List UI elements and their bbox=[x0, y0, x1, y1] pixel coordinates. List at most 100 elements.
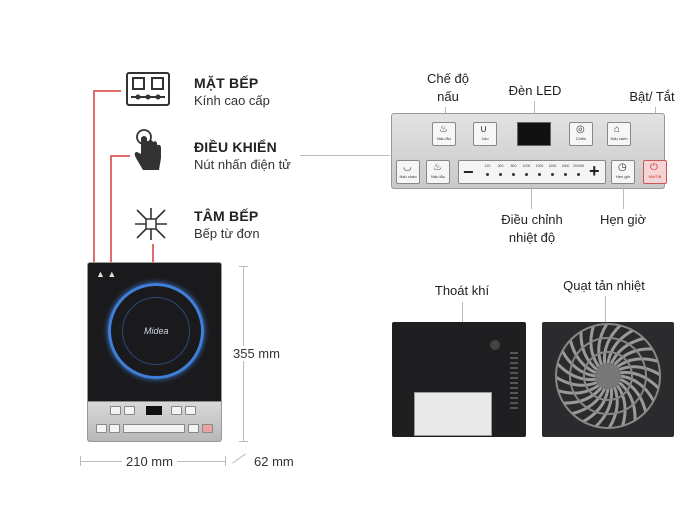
temperature-step: 120 bbox=[481, 164, 494, 176]
button-boil-label: Nấu canh bbox=[610, 136, 628, 141]
temperature-step-label: 2000W bbox=[572, 164, 585, 168]
button-fry: ∪Xào bbox=[473, 122, 497, 146]
mini-button-deep-fry bbox=[171, 406, 182, 415]
mini-led bbox=[146, 406, 162, 415]
feature-title-glass: MẶT BẾP bbox=[194, 75, 259, 91]
temperature-step-dot bbox=[499, 173, 502, 176]
fan-spoke bbox=[620, 370, 660, 390]
foot-dot bbox=[490, 340, 500, 350]
button-boil: ⌂Nấu canh bbox=[607, 122, 631, 146]
mini-button-hotpot bbox=[109, 424, 120, 433]
temperature-step-label: 300 bbox=[497, 164, 504, 168]
temperature-step-label: 1300 bbox=[535, 164, 544, 168]
fan-spoke bbox=[563, 386, 603, 405]
feature-subtitle-control: Nút nhấn điện tử bbox=[194, 157, 291, 172]
heat-star-icon bbox=[135, 208, 167, 240]
vent-slots bbox=[510, 352, 518, 412]
fan-spoke bbox=[582, 388, 610, 423]
fan-spoke bbox=[602, 324, 622, 364]
mini-button-power bbox=[202, 424, 213, 433]
fan-spoke bbox=[609, 336, 645, 365]
cooktop-brand: Midea bbox=[144, 326, 169, 336]
temperature-step-dot bbox=[564, 173, 567, 176]
button-timer: ◷Hẹn giờ bbox=[611, 160, 635, 184]
button-deep-fry: ◎Chiên bbox=[569, 122, 593, 146]
leader-line-panel bbox=[300, 155, 390, 156]
fan-spoke bbox=[589, 325, 601, 368]
fan-grill-icon bbox=[555, 323, 661, 429]
dimension-height: 355 mm bbox=[231, 346, 282, 361]
fan-spoke bbox=[568, 339, 597, 375]
button-deep-fry-label: Chiên bbox=[575, 136, 587, 141]
photo-vent bbox=[392, 322, 526, 437]
button-power: ⏻Mở/Tắt bbox=[643, 160, 667, 184]
hotpot-icon: ♨ bbox=[433, 162, 442, 173]
feature-subtitle-glass: Kính cao cấp bbox=[194, 93, 270, 108]
mini-button-boil bbox=[185, 406, 196, 415]
power-icon: ⏻ bbox=[650, 162, 658, 173]
temperature-step-label: 800 bbox=[510, 164, 517, 168]
fan-spoke bbox=[618, 381, 637, 421]
mini-button-timer bbox=[188, 424, 199, 433]
mini-button-porridge bbox=[96, 424, 107, 433]
mini-temp-bar bbox=[123, 424, 185, 433]
heating-ring bbox=[108, 283, 204, 379]
button-porridge-label: Nấu cháo bbox=[399, 174, 417, 179]
dim-tick-width-right bbox=[225, 456, 226, 466]
pointer-temp bbox=[531, 185, 532, 209]
fan-spoke bbox=[620, 374, 655, 402]
warning-icon: ▲ ▲ bbox=[96, 269, 117, 279]
label-cooking-mode: Chế độ nấu bbox=[418, 70, 478, 106]
temperature-step-dot bbox=[512, 173, 515, 176]
temperature-step-dot bbox=[525, 173, 528, 176]
button-power-label: Mở/Tắt bbox=[648, 174, 662, 179]
label-temperature-line1: Điều chỉnh bbox=[501, 212, 563, 227]
heating-ring-inner bbox=[122, 297, 190, 365]
mini-button-fry bbox=[124, 406, 135, 415]
fan-spoke bbox=[616, 357, 659, 369]
button-soup: ♨Nấu lẩu bbox=[432, 122, 456, 146]
fryer-icon: ◎ bbox=[576, 124, 585, 135]
temperature-step-dot bbox=[551, 173, 554, 176]
fan-spoke bbox=[571, 387, 607, 416]
label-temperature-line2: nhiệt độ bbox=[508, 230, 556, 245]
label-led: Đèn LED bbox=[508, 83, 562, 98]
fan-spoke bbox=[618, 365, 661, 377]
feature-title-center: TÂM BẾP bbox=[194, 208, 259, 224]
cooktop-image: ▲ ▲ Midea bbox=[87, 262, 222, 442]
temperature-step: 1000 bbox=[520, 164, 533, 176]
temperature-step-label: 1600 bbox=[548, 164, 557, 168]
bowl-icon: ◡ bbox=[403, 162, 412, 173]
temperature-step: 1800 bbox=[559, 164, 572, 176]
temperature-step-label: 1800 bbox=[561, 164, 570, 168]
button-porridge: ◡Nấu cháo bbox=[396, 160, 420, 184]
pointer-led bbox=[534, 101, 535, 122]
feature-subtitle-center: Bếp từ đơn bbox=[194, 226, 260, 241]
cooktop-control-panel bbox=[88, 401, 221, 441]
temperature-step-dot bbox=[577, 173, 580, 176]
temperature-step-label: 1000 bbox=[522, 164, 531, 168]
leader-line-control-h bbox=[110, 155, 130, 157]
label-cooking-mode-line1: Chế độ bbox=[427, 71, 469, 86]
fan-spoke bbox=[594, 388, 614, 428]
feature-title-control: ĐIỀU KHIỂN bbox=[194, 139, 277, 155]
leader-line-glass-h bbox=[93, 90, 121, 92]
fan-spoke bbox=[606, 329, 634, 364]
temperature-step: 1600 bbox=[546, 164, 559, 176]
fan-spoke bbox=[619, 377, 648, 413]
fan-spoke bbox=[555, 375, 598, 387]
clock-icon: ◷ bbox=[618, 162, 627, 173]
button-soup-label: Nấu lẩu bbox=[437, 136, 451, 141]
leader-line-glass-v bbox=[93, 90, 95, 342]
dim-tick-height-top bbox=[239, 266, 248, 267]
dim-tick-width-left bbox=[80, 456, 81, 466]
temperature-step: 300 bbox=[494, 164, 507, 176]
label-cooking-mode-line2: nấu bbox=[437, 89, 459, 104]
mini-button-soup bbox=[110, 406, 121, 415]
button-fry-label: Xào bbox=[481, 136, 489, 141]
label-vent: Thoát khí bbox=[434, 283, 490, 298]
dimension-width: 210 mm bbox=[122, 454, 177, 469]
temperature-step: 2000W bbox=[572, 164, 585, 176]
label-timer: Hẹn giờ bbox=[599, 212, 647, 227]
